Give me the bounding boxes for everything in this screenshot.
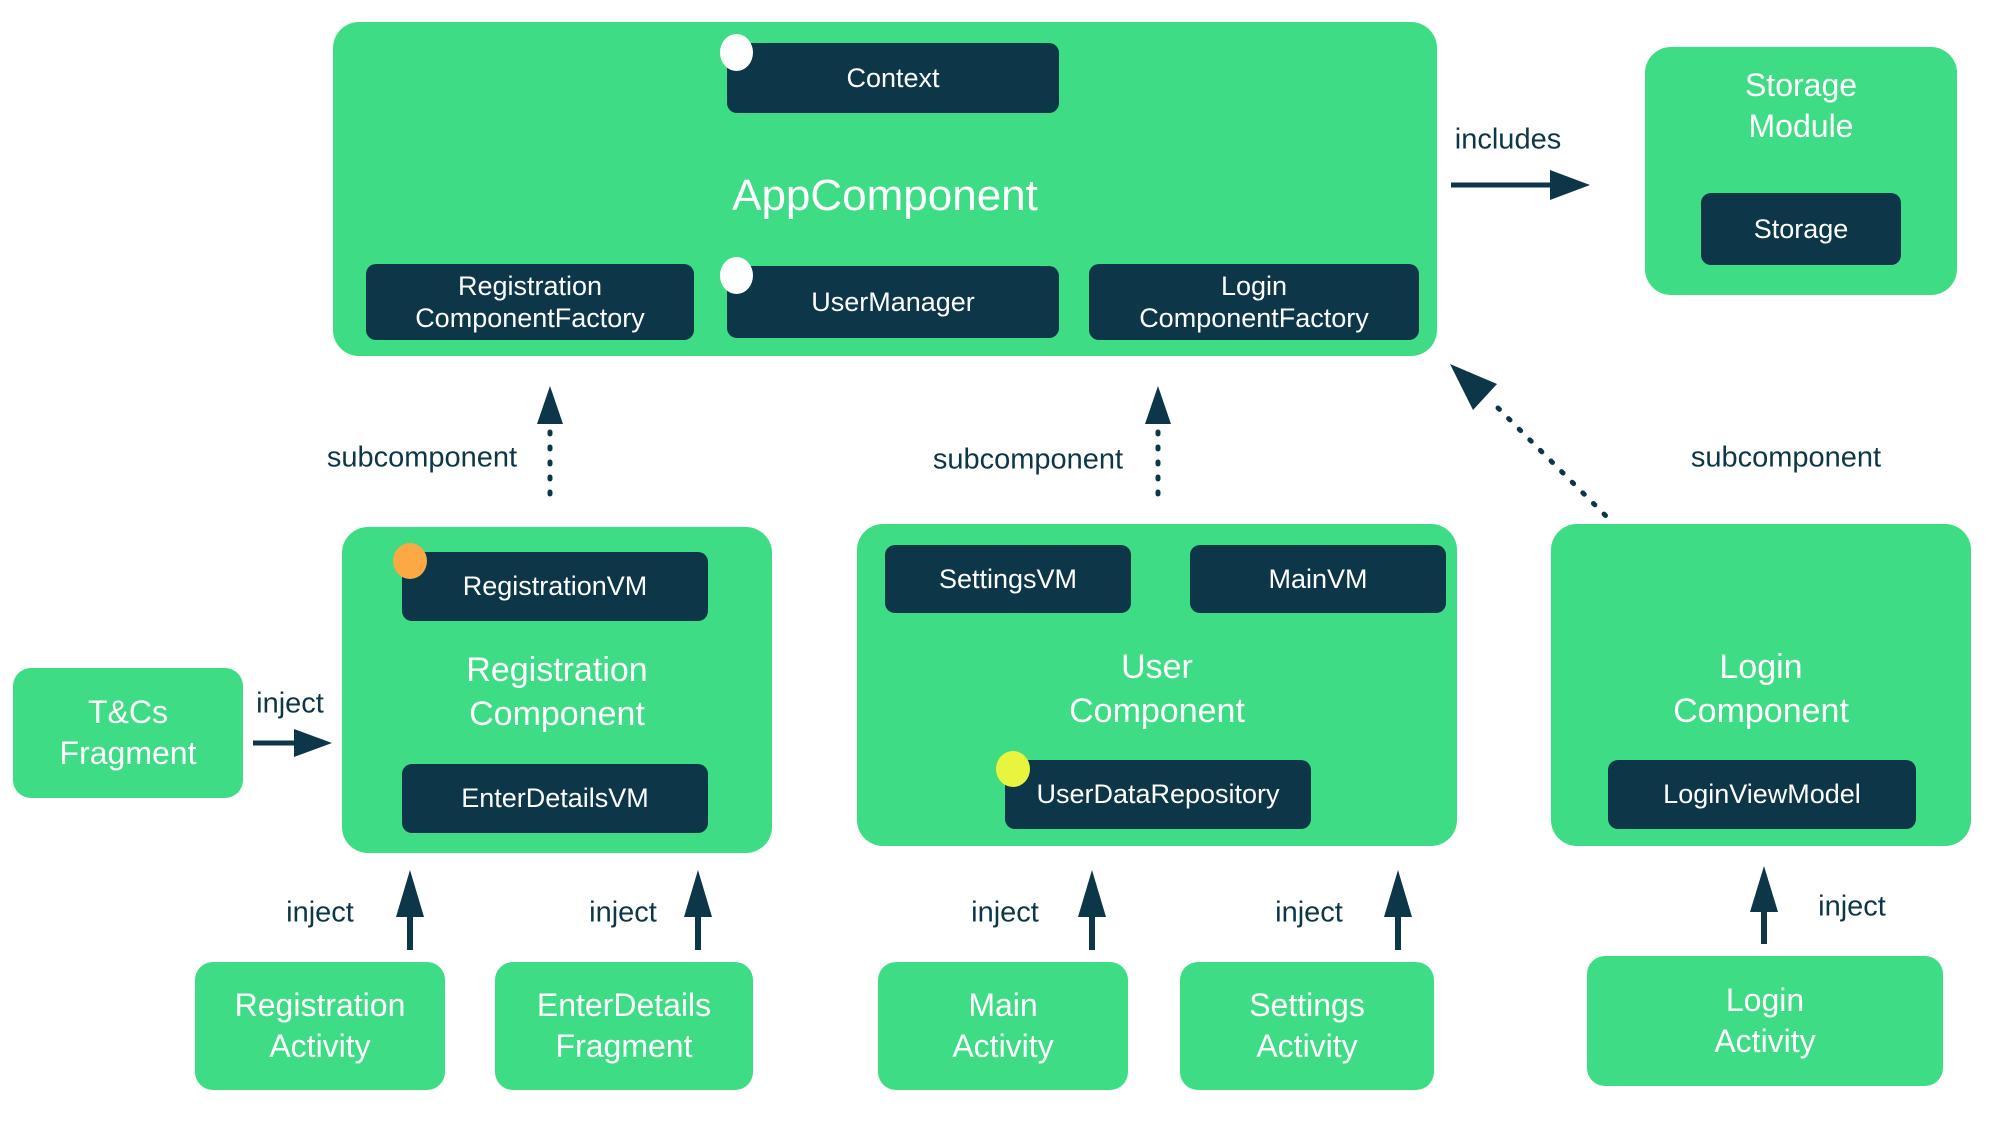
inject-label-tcs: inject [256, 687, 324, 720]
context-chip: Context [727, 43, 1059, 113]
storage-label: Storage [1753, 213, 1849, 244]
tcs-fragment-title: T&Cs Fragment [59, 694, 197, 771]
settings-vm-label: SettingsVM [938, 563, 1078, 594]
main-vm-chip: MainVM [1190, 545, 1446, 613]
inject-arrow-enter-details-fragment [684, 870, 712, 950]
registration-component-factory-chip: Registration ComponentFactory [366, 264, 694, 340]
inject-arrow-main-activity [1078, 870, 1106, 950]
subcomponent-arrow-login [1450, 364, 1611, 521]
context-label: Context [846, 62, 940, 93]
inject-label-registration-activity: inject [286, 896, 354, 929]
registration-vm-scope-dot-icon [393, 543, 427, 579]
includes-label: includes [1454, 123, 1562, 156]
login-component-factory-label: Login ComponentFactory [1139, 270, 1369, 333]
user-manager-chip: UserManager [727, 266, 1059, 338]
settings-activity-node: Settings Activity [1180, 962, 1434, 1090]
storage-chip: Storage [1701, 193, 1901, 265]
main-activity-title: Main Activity [952, 987, 1054, 1064]
inject-arrow-settings-activity [1384, 870, 1412, 950]
subcomponent-label-login: subcomponent [1690, 441, 1882, 474]
inject-arrow-login-activity [1750, 866, 1778, 944]
inject-label-settings-activity: inject [1275, 896, 1343, 929]
registration-vm-chip: RegistrationVM [402, 552, 708, 621]
login-component-factory-chip: Login ComponentFactory [1089, 264, 1419, 340]
login-component-title: Login Component [1673, 648, 1849, 730]
enter-details-fragment-node: EnterDetails Fragment [495, 962, 753, 1090]
settings-vm-chip: SettingsVM [885, 545, 1131, 613]
app-component-node: Context AppComponent Registration Compon… [333, 22, 1437, 356]
includes-arrow [1451, 170, 1590, 200]
inject-label-login-activity: inject [1818, 890, 1886, 923]
inject-arrow-tcs [253, 729, 332, 757]
registration-activity-title: Registration Activity [234, 987, 406, 1064]
user-data-repository-scope-dot-icon [996, 751, 1030, 787]
login-component-node: Login Component LoginViewModel [1551, 524, 1971, 846]
login-view-model-label: LoginViewModel [1663, 779, 1861, 810]
context-provision-dot-icon [720, 34, 753, 71]
storage-module-node: Storage Module Storage [1645, 47, 1957, 295]
enter-details-fragment-title: EnterDetails Fragment [536, 987, 712, 1064]
enter-details-vm-label: EnterDetailsVM [461, 783, 649, 814]
inject-label-main-activity: inject [971, 896, 1039, 929]
registration-component-factory-label: Registration ComponentFactory [415, 270, 645, 333]
storage-module-title: Storage Module [1744, 67, 1858, 144]
inject-label-enter-details-fragment: inject [589, 896, 657, 929]
user-manager-provision-dot-icon [720, 257, 753, 294]
inject-arrow-registration-activity [396, 870, 424, 950]
registration-component-title: Registration Component [466, 651, 648, 733]
main-vm-label: MainVM [1268, 563, 1368, 594]
tcs-fragment-node: T&Cs Fragment [13, 668, 243, 798]
login-activity-node: Login Activity [1587, 956, 1943, 1086]
user-manager-label: UserManager [811, 286, 975, 317]
login-activity-title: Login Activity [1714, 982, 1816, 1059]
login-view-model-chip: LoginViewModel [1608, 760, 1916, 829]
subcomponent-arrow-registration [537, 386, 563, 507]
user-data-repository-chip: UserDataRepository [1005, 760, 1311, 829]
subcomponent-label-registration: subcomponent [326, 441, 518, 474]
user-component-node: SettingsVM MainVM User Component UserDat… [857, 524, 1457, 846]
enter-details-vm-chip: EnterDetailsVM [402, 764, 708, 833]
settings-activity-title: Settings Activity [1249, 987, 1365, 1064]
subcomponent-label-user: subcomponent [932, 443, 1124, 476]
subcomponent-arrow-user [1145, 386, 1171, 507]
registration-vm-label: RegistrationVM [462, 571, 648, 602]
user-data-repository-label: UserDataRepository [1036, 779, 1280, 810]
registration-activity-node: Registration Activity [195, 962, 445, 1090]
app-component-title: AppComponent [732, 171, 1038, 220]
registration-component-node: RegistrationVM Registration Component En… [342, 527, 772, 853]
main-activity-node: Main Activity [878, 962, 1128, 1090]
user-component-title: User Component [1069, 648, 1245, 730]
